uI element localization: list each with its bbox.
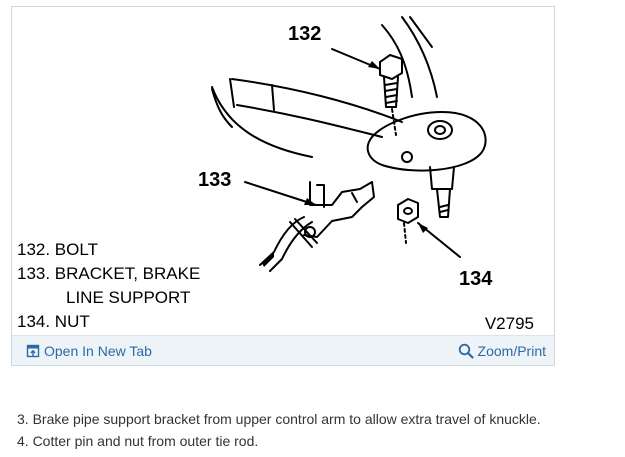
diagram-area: 132 133 134 132. BOLT 133. BRACKET, BRAK… [12,7,554,335]
open-in-new-tab-link[interactable]: Open In New Tab [26,343,152,359]
step-4-text: 4. Cotter pin and nut from outer tie rod… [17,433,259,449]
figure-toolbar: Open In New Tab Zoom/Print [12,335,554,365]
ball-joint-stud-top [427,120,453,140]
brake-line-bracket [303,181,375,238]
magnifier-icon [458,343,474,359]
callout-132: 132 [288,23,322,45]
brake-line [259,216,305,266]
arm-edge-upper-outer [401,16,438,98]
arm-edge-lower-bottom [236,104,383,138]
open-in-new-tab-label: Open In New Tab [44,343,152,359]
ball-joint-plate [366,111,487,172]
arm-edge-upper-inner [381,24,413,98]
zoom-print-label: Zoom/Print [477,343,546,359]
figure-box: 132 133 134 132. BOLT 133. BRACKET, BRAK… [11,6,555,366]
legend-line-132: 132. BOLT [17,240,98,259]
step-3-text: 3. Brake pipe support bracket from upper… [17,411,541,427]
legend-line-133-cont: LINE SUPPORT [66,288,191,307]
control-arm-diagram [211,16,487,272]
legend-line-134: 134. NUT [17,312,90,331]
leader-133 [244,181,317,206]
bolt-head [379,54,403,80]
arm-edge-lower-top [231,78,403,123]
open-tab-icon [26,344,40,358]
figure-code: V2795 [484,314,534,333]
nut-134 [397,198,419,224]
legend-line-133: 133. BRACKET, BRAKE [17,264,201,283]
callout-133: 133 [198,169,232,191]
callout-134: 134 [459,268,493,290]
zoom-print-link[interactable]: Zoom/Print [458,343,546,359]
